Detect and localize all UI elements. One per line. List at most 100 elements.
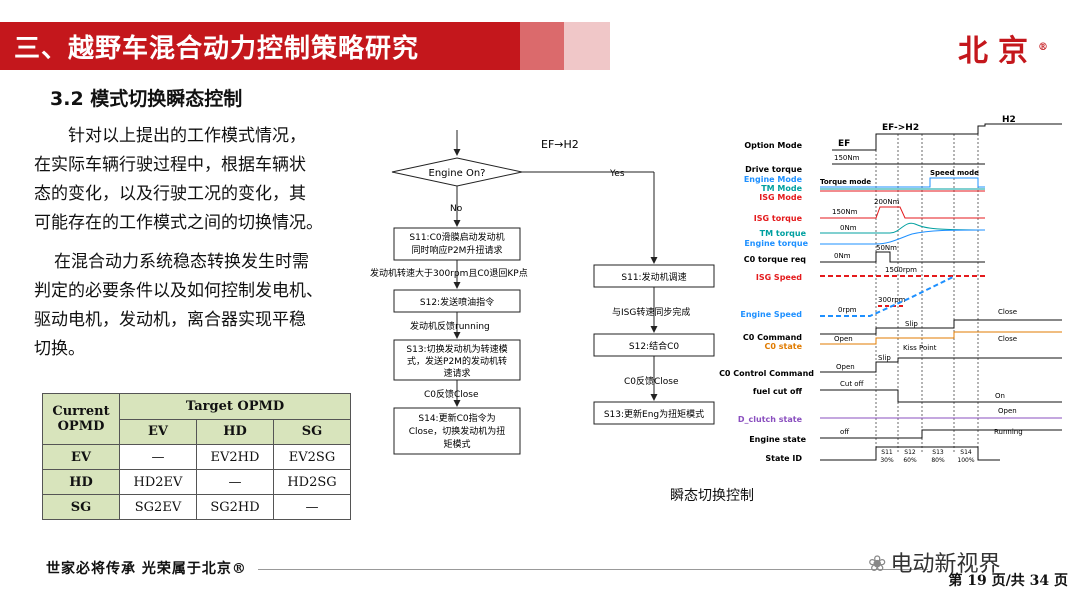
signal-name: C0 Control Command — [719, 369, 814, 378]
signal-name: ISG Speed — [756, 273, 802, 282]
table-cell: SG2HD — [196, 494, 274, 520]
signal-name: TM Mode — [761, 184, 802, 193]
table-cell: EV2SG — [273, 444, 351, 470]
timing-annotation: Close — [998, 335, 1017, 343]
step-s13-right — [593, 401, 715, 425]
timing-annotation: Kiss Point — [903, 344, 937, 352]
mode-switch-flowchart: EF→H2 Engine On? Yes No S11:C0滑膜启动发动机 同时… — [370, 130, 715, 455]
cond-text: 发动机反馈running — [410, 320, 490, 332]
timing-annotation: 300rpm — [878, 296, 906, 304]
opmd-table: Current OPMD Target OPMD EV HD SG EV — E… — [42, 393, 351, 520]
no-label: No — [450, 204, 463, 214]
state-id: S13 — [932, 449, 944, 456]
timing-annotation: Torque mode — [820, 178, 871, 186]
signal-name: D_clutch state — [738, 415, 803, 424]
timing-annotation: Slip — [878, 354, 891, 362]
step-text: S13:切换发动机为转速模 — [406, 343, 507, 355]
signal-name: TM torque — [760, 229, 807, 238]
timing-annotation: 50Nm — [876, 244, 897, 252]
flow-title: EF→H2 — [541, 138, 579, 151]
state-id: S12 — [904, 449, 916, 456]
table-cell: EV2HD — [196, 444, 274, 470]
step-text: 速请求 — [443, 367, 470, 379]
signal-name: ISG Mode — [759, 193, 802, 202]
signal-name: Engine state — [749, 435, 806, 444]
header-accent-1 — [520, 22, 564, 70]
table-cell: — — [273, 494, 351, 520]
paragraph-line: 可能存在的工作模式之间的切换情况。 — [34, 213, 323, 233]
step-text: 矩模式 — [443, 438, 470, 450]
step-text: S11:C0滑膜启动发动机 — [409, 231, 504, 243]
paragraph-line: 在实际车辆行驶过程中，根据车辆状 — [34, 155, 306, 175]
decision-text: Engine On? — [429, 168, 486, 179]
signal-name: fuel cut off — [753, 387, 803, 396]
step-s13-left — [393, 339, 521, 381]
table-cell: — — [119, 444, 197, 470]
yes-label: Yes — [609, 169, 625, 179]
signal-name: C0 Command — [743, 333, 802, 342]
timing-annotation: On — [995, 392, 1005, 400]
timing-label: EF — [838, 139, 850, 149]
col-header: EV — [119, 418, 197, 445]
cond-text: 发动机转速大于300rpm且C0退回KP点 — [370, 267, 528, 279]
step-text: S12:发送喷油指令 — [420, 296, 494, 308]
cond-text: C0反馈Close — [624, 375, 679, 387]
timing-annotation: Cut off — [840, 380, 864, 388]
state-id: S14 — [960, 449, 972, 456]
timing-annotation: Open — [834, 335, 853, 343]
paragraph-line: 态的变化，以及行驶工况的变化，其 — [34, 184, 306, 204]
page-title: 三、越野车混合动力控制策略研究 — [14, 34, 420, 64]
timing-annotation: Open — [836, 363, 855, 371]
header-accent-2 — [564, 22, 610, 70]
timing-annotation: 0rpm — [838, 306, 857, 314]
signal-name: Engine torque — [744, 239, 808, 248]
signal-name: Engine Mode — [744, 175, 803, 184]
signal-name: State ID — [765, 454, 802, 463]
timing-annotation: 0Nm — [834, 252, 851, 260]
step-s14 — [393, 407, 521, 455]
watermark-text: 电动新视界 — [890, 552, 1001, 577]
col-header: HD — [196, 418, 274, 445]
section-title: 3.2 模式切换瞬态控制 — [50, 88, 243, 110]
timing-annotation: 0Nm — [840, 224, 857, 232]
paragraph-line: 判定的必要条件以及如何控制发电机、 — [34, 281, 323, 301]
wechat-icon: ❀ — [868, 552, 887, 577]
row-header: SG — [42, 494, 120, 520]
signal-name: Option Mode — [744, 141, 802, 150]
state-pct: 60% — [903, 457, 917, 464]
watermark: ❀电动新视界 — [868, 546, 1000, 578]
timing-label: H2 — [1002, 115, 1016, 125]
step-text: S12:结合C0 — [629, 340, 679, 352]
timing-annotation: Open — [998, 407, 1017, 415]
timing-annotation: Speed mode — [930, 169, 979, 177]
timing-annotation: 150Nm — [834, 154, 860, 162]
state-pct: 100% — [957, 457, 974, 464]
col-header: SG — [273, 418, 351, 445]
signal-name: C0 torque req — [744, 255, 806, 264]
row-header: EV — [42, 444, 120, 470]
signal-name: Engine Speed — [740, 310, 802, 319]
step-text: S13:更新Eng为扭矩模式 — [604, 408, 704, 420]
brand-logo: 北京® — [958, 34, 1048, 69]
table-cell: — — [196, 469, 274, 495]
footer-divider — [258, 569, 928, 570]
signal-name: ISG torque — [754, 214, 803, 223]
paragraph-line: 在混合动力系统稳态转换发生时需 — [54, 252, 309, 272]
timing-annotation: 150Nm — [832, 208, 858, 216]
step-text: S11:发动机调速 — [621, 271, 686, 283]
step-text: 同时响应P2M升扭请求 — [412, 244, 503, 256]
cond-text: 与ISG转速同步完成 — [612, 306, 690, 318]
table-cell: HD2SG — [273, 469, 351, 495]
step-text: Close，切换发动机为扭 — [409, 425, 506, 437]
footer-slogan: 世家必将传承 光荣属于北京® — [46, 561, 247, 577]
timing-annotation: 1500rpm — [885, 266, 917, 274]
signal-name: Drive torque — [745, 165, 802, 174]
page-number: 第 19 页/共 34 页 — [948, 573, 1068, 589]
paragraph-line: 切换。 — [34, 339, 85, 359]
paragraph-line: 针对以上提出的工作模式情况， — [68, 126, 306, 146]
state-pct: 30% — [880, 457, 894, 464]
timing-annotation: Close — [998, 308, 1017, 316]
step-text: S14:更新C0指令为 — [418, 412, 495, 424]
timing-annotation: off — [840, 428, 849, 436]
header-bar — [0, 22, 520, 70]
